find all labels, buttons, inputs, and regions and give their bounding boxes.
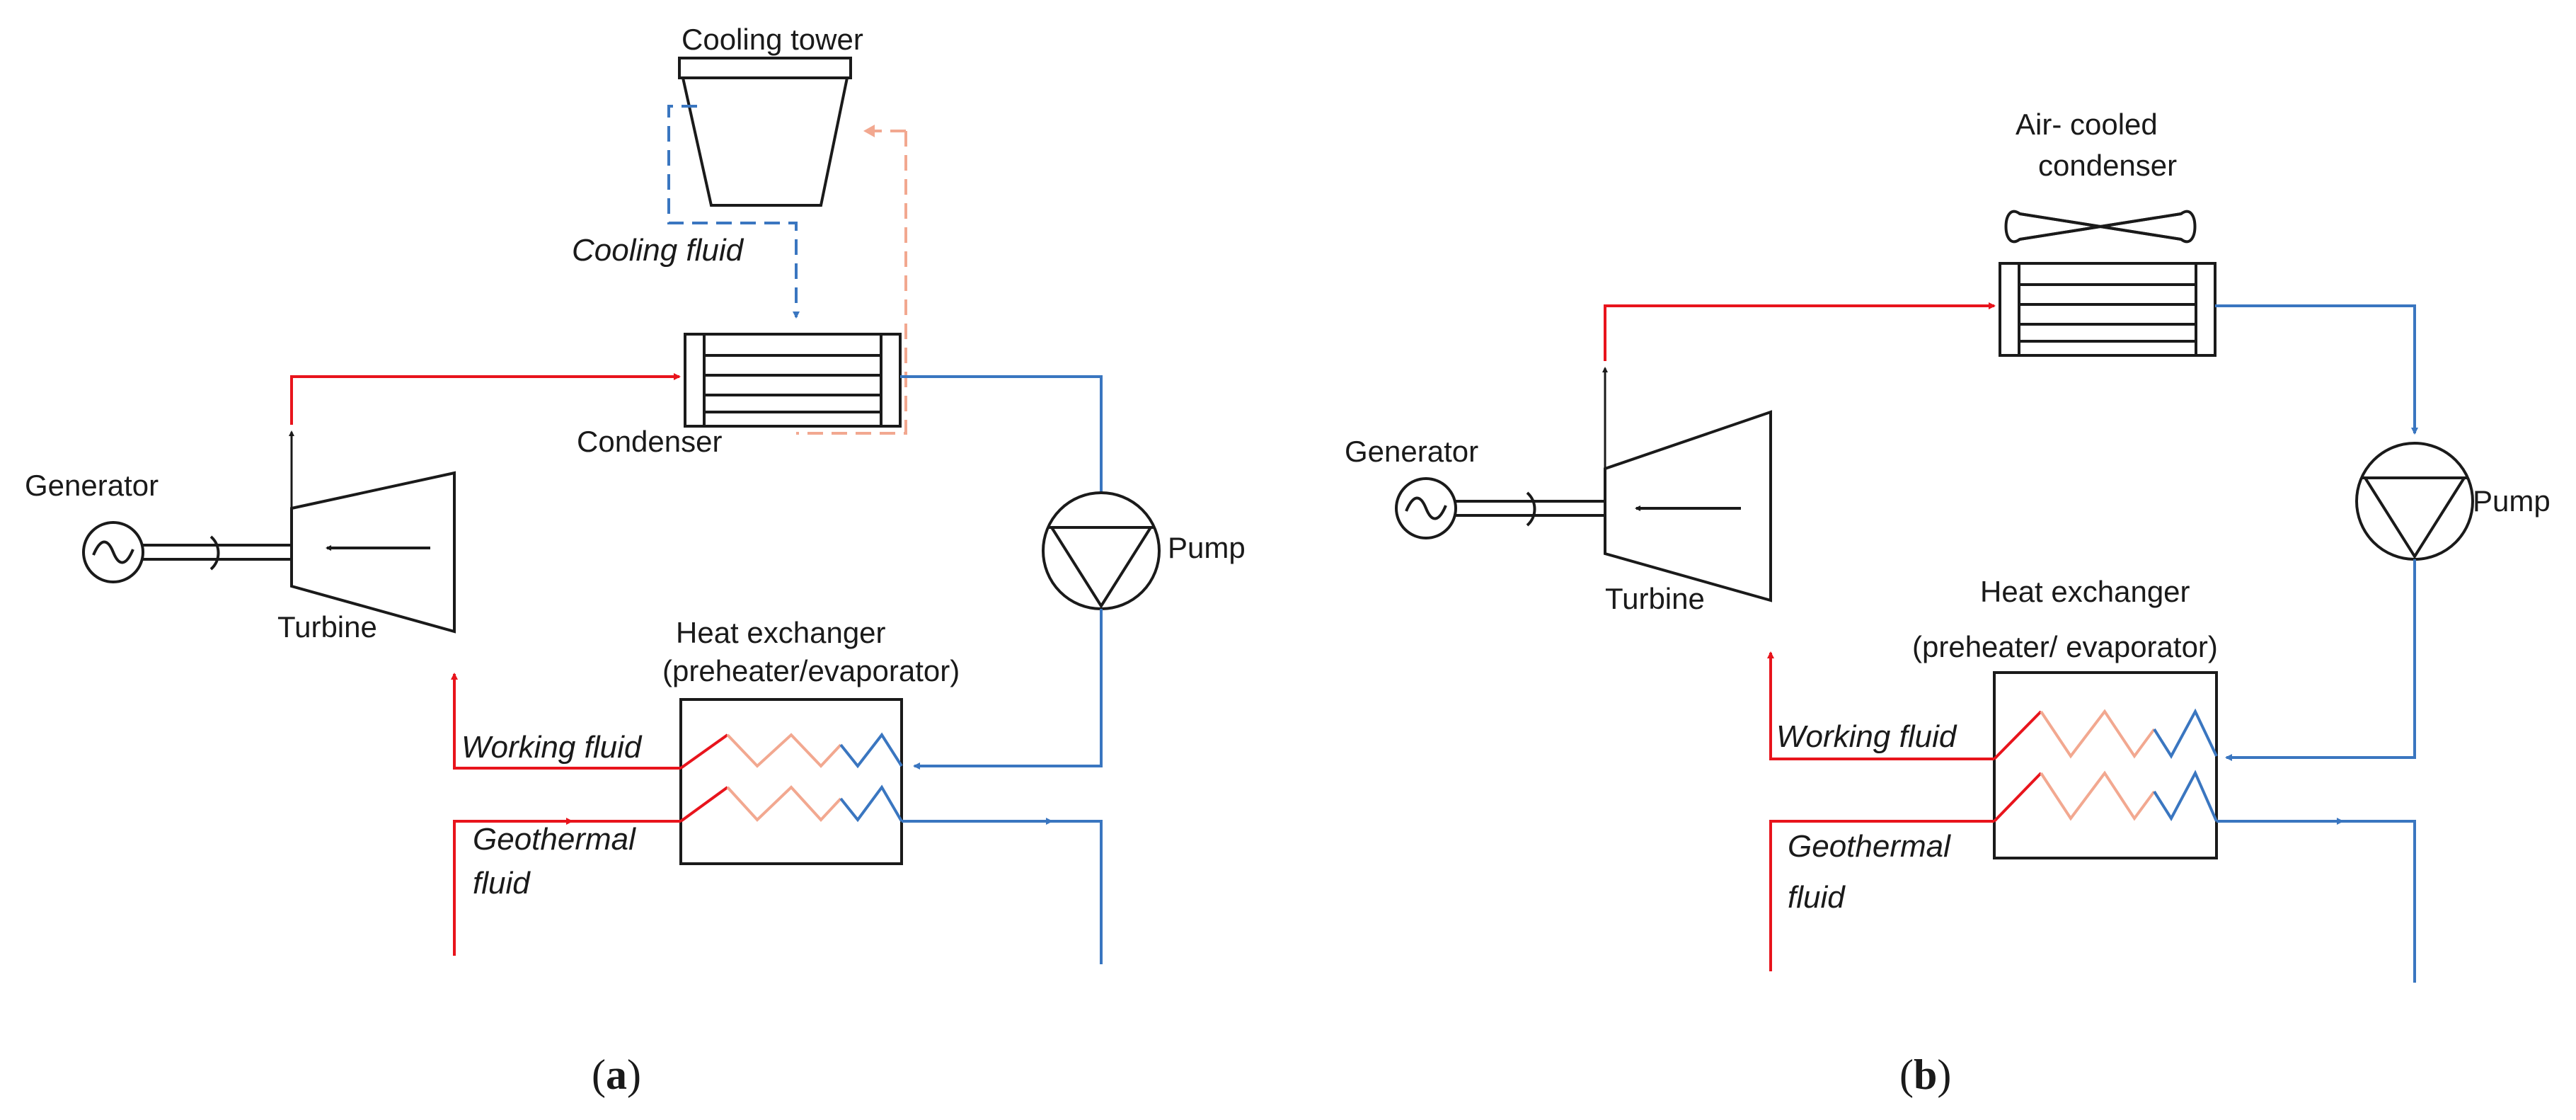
- turbine-to-condenser-line: [290, 373, 681, 425]
- working-fluid-line: [1767, 651, 1994, 760]
- diagram-b: Air- cooled condenser Generator: [1345, 108, 2551, 1098]
- turbine-to-condenser-line: [1604, 302, 1996, 361]
- geothermal-label-line2: fluid: [473, 866, 531, 901]
- pump-label: Pump: [2473, 484, 2551, 518]
- condenser-to-pump-line: [900, 375, 1105, 518]
- geothermal-label-line2: fluid: [1788, 880, 1846, 915]
- generator-label: Generator: [25, 469, 159, 502]
- fan-icon: [2004, 210, 2197, 244]
- pump-icon: [1042, 491, 1161, 610]
- diagram-a: Cooling tower Cooling fluid Condenser Ge…: [25, 23, 1246, 1098]
- working-fluid-line: [451, 673, 681, 770]
- condenser-label: Condenser: [577, 425, 722, 458]
- cooling-fluid-label: Cooling fluid: [572, 233, 744, 268]
- hx-label-line1: Heat exchanger: [676, 616, 886, 649]
- turbine-icon: [289, 430, 456, 634]
- geothermal-outlet-line-2: [1052, 820, 1103, 964]
- geothermal-label-line1: Geothermal: [1788, 829, 1951, 864]
- shaft: [1456, 491, 1605, 527]
- caption-b: (b): [1899, 1051, 1951, 1098]
- turbine-label: Turbine: [1605, 582, 1705, 615]
- hx-label-line2: (preheater/evaporator): [662, 654, 960, 687]
- acc-label-line2: condenser: [2038, 149, 2177, 182]
- caption-a: (a): [592, 1051, 641, 1098]
- working-fluid-label: Working fluid: [1776, 719, 1957, 754]
- geothermal-label-line1: Geothermal: [473, 822, 636, 857]
- cooling-tower-label: Cooling tower: [682, 23, 863, 56]
- pump-to-hx-line: [2225, 559, 2416, 761]
- shaft: [143, 535, 292, 571]
- turbine-icon: [1602, 367, 1772, 602]
- geothermal-outlet-line-2: [2342, 820, 2416, 983]
- cooling-tower-icon: [678, 57, 852, 207]
- geothermal-inlet-line: [453, 818, 573, 956]
- hx-label-line2: (preheater/ evaporator): [1912, 630, 2218, 663]
- pump-to-hx-line: [913, 609, 1103, 770]
- geothermal-inlet-line: [1769, 820, 1994, 971]
- working-fluid-label: Working fluid: [461, 730, 643, 765]
- acc-label-line1: Air- cooled: [2016, 108, 2158, 141]
- pump-label: Pump: [1168, 531, 1246, 564]
- arrow-head: [863, 125, 875, 137]
- heat-exchanger-icon: [1993, 671, 2218, 859]
- generator-label: Generator: [1345, 435, 1478, 468]
- cooling-return-line: [796, 131, 907, 435]
- generator-icon: [1395, 477, 1457, 539]
- condenser-icon: [684, 333, 902, 428]
- heat-exchanger-icon: [679, 698, 903, 865]
- generator-icon: [82, 521, 144, 583]
- cooling-fluid-line: [667, 105, 800, 319]
- pump-icon: [2355, 442, 2474, 561]
- condenser-icon: [1999, 262, 2216, 357]
- hx-label-line1: Heat exchanger: [1980, 575, 2190, 608]
- condenser-to-pump-line: [2215, 304, 2418, 435]
- turbine-label: Turbine: [277, 610, 377, 644]
